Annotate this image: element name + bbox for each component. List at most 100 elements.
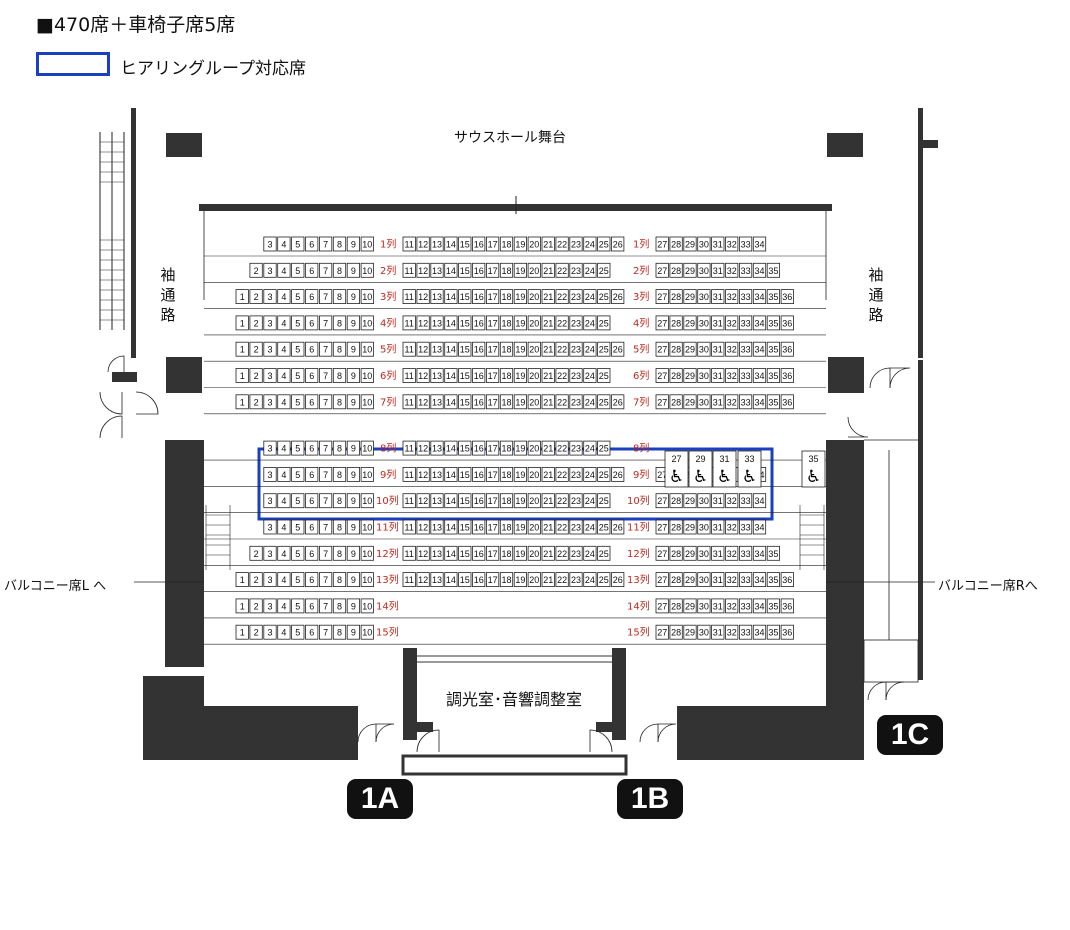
- seat-number: 29: [685, 549, 695, 559]
- seat: 15: [458, 519, 472, 535]
- seat-number: 36: [782, 318, 792, 328]
- seat: 22: [555, 236, 569, 252]
- seat-number: 8: [337, 575, 342, 585]
- seat: 31: [711, 493, 725, 509]
- seat: 27: [655, 236, 669, 252]
- seat: 25: [597, 262, 611, 278]
- seat-number: 17: [488, 549, 498, 559]
- seat: 29: [683, 624, 697, 640]
- seat: 8: [332, 598, 347, 614]
- seat-number: 24: [585, 496, 595, 506]
- seat: 5: [291, 315, 305, 331]
- seat-number: 4: [281, 318, 286, 328]
- seat: 31: [711, 315, 725, 331]
- seat-number: 7: [323, 601, 328, 611]
- seat: 15: [458, 394, 472, 410]
- seat: 8: [332, 624, 347, 640]
- seat-number: 2: [254, 318, 259, 328]
- seat: 34: [752, 598, 767, 614]
- seat: 14: [444, 440, 458, 456]
- seat: 1: [235, 572, 249, 587]
- seat-number: 13: [432, 523, 442, 533]
- seat-number: 19: [515, 496, 525, 506]
- seat-number: 8: [337, 266, 342, 276]
- seat: 3: [263, 466, 277, 482]
- seat: 33: [739, 572, 753, 587]
- seat: 9: [346, 236, 361, 252]
- seat: 27: [655, 624, 669, 640]
- seat: 32: [725, 341, 739, 357]
- seat-number: 32: [727, 292, 737, 302]
- seat: 28: [669, 572, 683, 587]
- row-label: 14列: [627, 599, 650, 612]
- seat-number: 28: [671, 575, 681, 585]
- seat-number: 34: [754, 628, 764, 638]
- seat-number: 20: [529, 496, 539, 506]
- seat-number: 31: [713, 601, 723, 611]
- seat: 15: [458, 236, 472, 252]
- seat-number: 20: [529, 397, 539, 407]
- seat: 9: [346, 572, 361, 587]
- seat-number: 27: [657, 496, 667, 506]
- seat-number: 21: [543, 292, 553, 302]
- seat: 14: [444, 545, 458, 561]
- seat-number: 19: [515, 523, 525, 533]
- row-label: 8列: [633, 442, 649, 455]
- seat-number: 5: [295, 371, 300, 381]
- seat: 13: [430, 545, 444, 561]
- seat-number: 25: [599, 318, 609, 328]
- seat-number: 10: [362, 628, 372, 638]
- seat: 9: [346, 545, 361, 561]
- seat-number: 28: [671, 496, 681, 506]
- seat: 27: [655, 519, 669, 535]
- seat: 20: [527, 315, 541, 331]
- seat: 4: [277, 624, 291, 640]
- seat: 12: [416, 545, 430, 561]
- seat-number: 2: [254, 397, 259, 407]
- seat-number: 13: [432, 318, 442, 328]
- seat: 12: [416, 519, 430, 535]
- seat-number: 10: [362, 496, 372, 506]
- seat: 35: [766, 394, 781, 410]
- exit-1b-badge: 1B: [617, 779, 683, 819]
- seat-number: 29: [685, 292, 695, 302]
- seat-number: 9: [351, 292, 356, 302]
- row-label: 3列: [633, 290, 649, 303]
- row-label: 7列: [380, 395, 396, 408]
- seat-number: 4: [281, 397, 286, 407]
- seat: 30: [697, 341, 711, 357]
- seat: 11: [402, 572, 416, 587]
- seat-number: 6: [309, 470, 314, 480]
- seat: 3: [263, 368, 277, 383]
- seat: 36: [780, 368, 794, 383]
- seat-number: 11: [405, 397, 414, 407]
- seat-number: 21: [543, 575, 553, 585]
- seat-number: 32: [727, 318, 737, 328]
- seat: 30: [697, 289, 711, 305]
- seat-number: 21: [543, 523, 553, 533]
- seat: 19: [513, 315, 528, 331]
- seat-number: 4: [281, 601, 286, 611]
- seat-number: 30: [699, 318, 709, 328]
- seat-number: 1: [240, 345, 245, 355]
- seat: 20: [527, 262, 541, 278]
- seat-number: 27: [657, 575, 667, 585]
- seat: 3: [263, 315, 277, 331]
- seat: 12: [416, 466, 430, 482]
- seat-number: 18: [501, 575, 511, 585]
- seat: 16: [472, 394, 486, 410]
- seat: 3: [263, 289, 277, 305]
- seat: 9: [346, 289, 361, 305]
- row-label: 2列: [380, 264, 396, 277]
- seat: 21: [541, 493, 555, 509]
- seat: 32: [725, 545, 739, 561]
- seat: 14: [444, 493, 458, 509]
- seat-number: 34: [754, 397, 764, 407]
- seat-number: 33: [741, 371, 751, 381]
- seat-number: 25: [599, 444, 609, 454]
- seat-number: 8: [337, 345, 342, 355]
- seat: 5: [291, 289, 305, 305]
- seat: 24: [583, 572, 597, 587]
- seat: 23: [569, 394, 583, 410]
- seat-number: 29: [685, 240, 695, 250]
